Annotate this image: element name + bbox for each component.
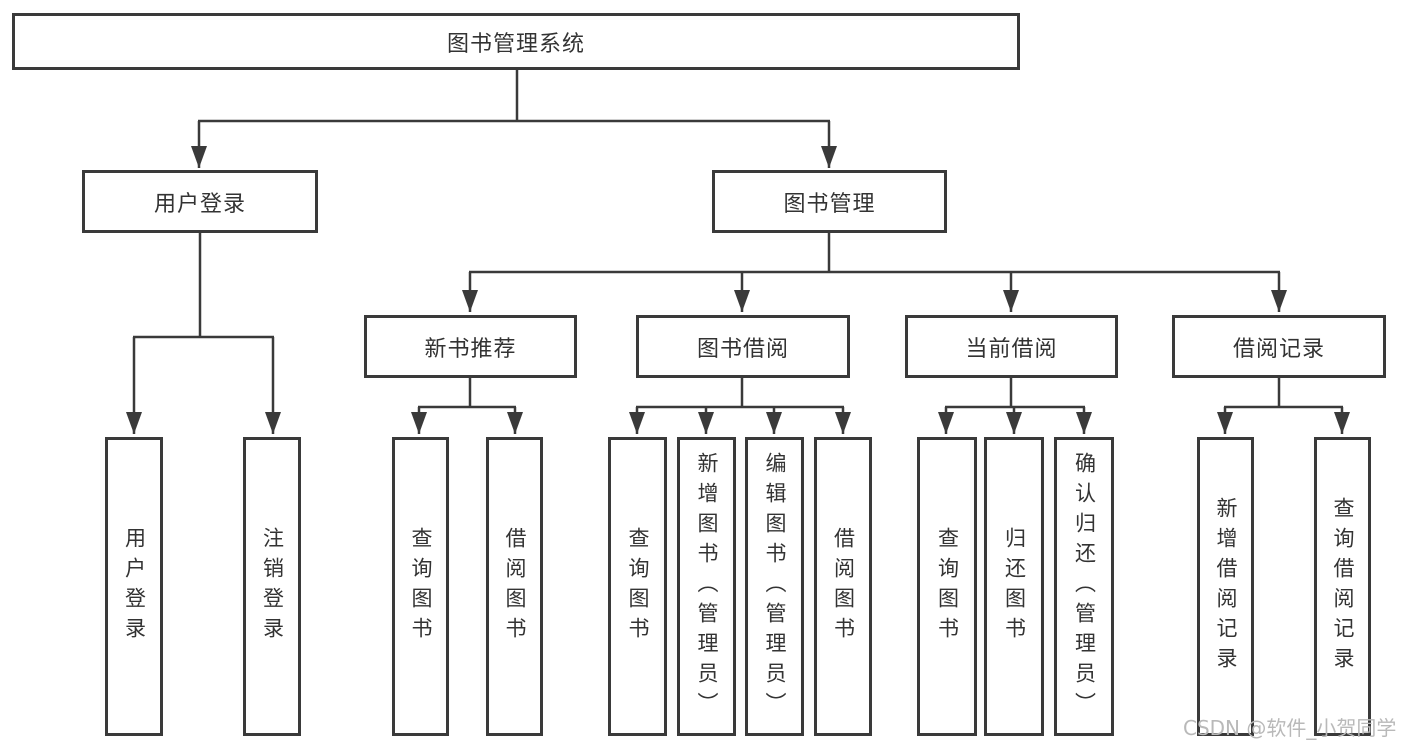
node-leaf-bb-edit-books-admin: 编辑图书（管理员） (745, 437, 804, 736)
node-leaf-logout: 注销登录 (243, 437, 301, 736)
connector-group-borrow-records (1217, 378, 1350, 434)
node-new-book-recommend: 新书推荐 (364, 315, 577, 378)
node-leaf-cb-return-books: 归还图书 (984, 437, 1044, 736)
node-label: 归还图书 (1002, 526, 1027, 647)
node-book-borrow: 图书借阅 (636, 315, 850, 378)
node-leaf-nbr-query-books: 查询图书 (392, 437, 449, 736)
node-label: 图书管理系统 (446, 31, 585, 57)
node-leaf-cb-query-books: 查询图书 (917, 437, 977, 736)
node-label: 图书管理 (783, 191, 876, 217)
node-label: 新增图书（管理员） (695, 451, 719, 722)
node-leaf-cb-confirm-return-admin: 确认归还（管理员） (1054, 437, 1114, 736)
node-label: 编辑图书（管理员） (763, 451, 787, 722)
node-label: 用户登录 (153, 191, 246, 217)
node-label: 新增借阅记录 (1214, 496, 1238, 677)
connector-group-book-management (462, 232, 1287, 312)
node-label: 借阅图书 (831, 526, 856, 647)
csdn-watermark: CSDN @软件_小贺同学 (1183, 716, 1397, 740)
node-label: 用户登录 (122, 526, 147, 647)
connector-group-new-book-recommend (411, 378, 523, 434)
node-label: 确认归还（管理员） (1072, 451, 1097, 722)
node-label: 查询图书 (409, 526, 433, 647)
node-borrow-records: 借阅记录 (1172, 315, 1386, 378)
node-root: 图书管理系统 (12, 13, 1020, 70)
node-leaf-br-query-record: 查询借阅记录 (1314, 437, 1371, 736)
node-leaf-bb-borrow-books: 借阅图书 (814, 437, 872, 736)
node-leaf-bb-query-books: 查询图书 (608, 437, 667, 736)
node-label: 新书推荐 (424, 336, 517, 362)
node-leaf-user-login: 用户登录 (105, 437, 163, 736)
node-label: 注销登录 (260, 526, 285, 647)
node-label: 查询图书 (626, 526, 650, 647)
connector-group-current-borrow (938, 378, 1092, 434)
node-leaf-br-add-record: 新增借阅记录 (1197, 437, 1254, 736)
node-leaf-bb-add-books-admin: 新增图书（管理员） (677, 437, 736, 736)
connector-group-user-login (126, 232, 281, 434)
node-label: 查询借阅记录 (1331, 496, 1355, 677)
node-book-management: 图书管理 (712, 170, 947, 233)
node-label: 当前借阅 (965, 336, 1058, 362)
node-label: 查询图书 (935, 526, 960, 647)
node-label: 借阅图书 (503, 526, 527, 647)
connector-group-book-borrow (629, 378, 851, 434)
connector-group-root (191, 70, 837, 168)
node-label: 借阅记录 (1232, 336, 1325, 362)
node-leaf-nbr-borrow-books: 借阅图书 (486, 437, 543, 736)
node-current-borrow: 当前借阅 (905, 315, 1118, 378)
node-label: 图书借阅 (696, 336, 789, 362)
node-user-login: 用户登录 (82, 170, 318, 233)
